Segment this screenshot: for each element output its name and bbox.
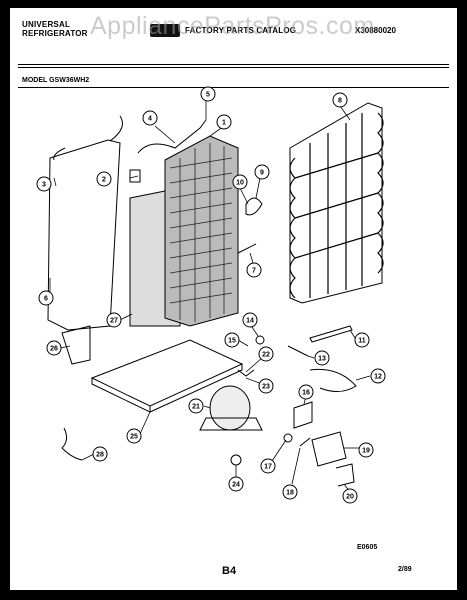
callout-label-22: 22	[262, 352, 270, 359]
callout-label-12: 12	[374, 374, 382, 381]
callout-label-4: 4	[148, 116, 152, 123]
header-rule	[18, 64, 449, 65]
catalog-code: X30880020	[355, 26, 396, 35]
overload	[311, 431, 347, 467]
callout-28	[92, 446, 108, 462]
callout-19	[358, 442, 374, 458]
callout-5	[200, 86, 216, 102]
callout-25	[126, 428, 142, 444]
callout-label-2: 2	[102, 177, 106, 184]
header-rule-2	[18, 67, 449, 68]
condenser-coil	[289, 102, 383, 304]
callout-13	[314, 350, 330, 366]
callout-label-25: 25	[130, 434, 138, 441]
catalog-sheet: UNIVERSAL REFRIGERATOR FACTORY PARTS CAT…	[10, 8, 457, 590]
model-rule	[18, 87, 449, 88]
callout-20	[342, 488, 358, 504]
callout-24	[228, 476, 244, 492]
callout-6	[38, 290, 54, 306]
parts-diagram: 1 2 3 4 5 6 7 8 9 10 11 12 13 14 15 16 1…	[36, 86, 386, 504]
callout-12	[370, 368, 386, 384]
callout-4	[142, 110, 158, 126]
callout-label-21: 21	[192, 404, 200, 411]
callout-21	[188, 398, 204, 414]
callout-label-16: 16	[302, 390, 310, 397]
callout-label-11: 11	[358, 338, 366, 345]
callout-18	[282, 484, 298, 500]
callout-label-6: 6	[44, 296, 48, 303]
callout-2	[96, 171, 112, 187]
callout-23	[258, 378, 274, 394]
callout-label-5: 5	[206, 92, 210, 99]
callout-9	[254, 164, 270, 180]
callout-label-20: 20	[346, 494, 354, 501]
callout-label-24: 24	[232, 482, 240, 489]
compressor	[209, 385, 251, 431]
mount-bracket	[245, 197, 263, 216]
callout-27	[106, 312, 122, 328]
callout-label-9: 9	[260, 170, 264, 177]
evaporator-block	[164, 135, 239, 327]
model-label: MODEL GSW36WH2	[22, 77, 90, 84]
callout-10	[232, 174, 248, 190]
callout-label-28: 28	[96, 452, 104, 459]
callout-label-1: 1	[222, 120, 226, 127]
callout-11	[354, 332, 370, 348]
catalog-title: FACTORY PARTS CATALOG	[185, 26, 297, 35]
callout-15	[224, 332, 240, 348]
callout-label-26: 26	[50, 346, 58, 353]
callout-label-3: 3	[42, 182, 46, 189]
callout-label-10: 10	[236, 180, 244, 187]
brand-logo	[150, 24, 180, 37]
callout-26	[46, 340, 62, 356]
callout-1	[216, 114, 232, 130]
tray-bracket	[61, 325, 91, 365]
callout-label-8: 8	[338, 98, 342, 105]
callout-7	[246, 262, 262, 278]
brand-line-2: REFRIGERATOR	[22, 29, 88, 38]
callout-label-15: 15	[228, 338, 236, 345]
callout-label-23: 23	[262, 384, 270, 391]
callout-22	[258, 346, 274, 362]
callout-17	[260, 458, 276, 474]
callout-label-19: 19	[362, 448, 370, 455]
callout-16	[298, 384, 314, 400]
drier	[309, 325, 353, 343]
bracket-part	[129, 169, 141, 183]
callout-label-17: 17	[264, 464, 272, 471]
page-number: B4	[222, 565, 237, 577]
callout-label-27: 27	[110, 318, 118, 325]
brand-block: UNIVERSAL REFRIGERATOR	[22, 20, 88, 38]
callout-label-14: 14	[246, 318, 254, 325]
callout-14	[242, 312, 258, 328]
relay	[293, 401, 313, 429]
drawing-code: E0605	[357, 544, 378, 551]
panel-part	[47, 139, 121, 331]
callout-3	[36, 176, 52, 192]
revision-date: 2/89	[398, 566, 412, 573]
callout-label-13: 13	[318, 356, 326, 363]
watermark: AppliancePartsPros.com	[90, 12, 375, 40]
callout-label-18: 18	[286, 490, 294, 497]
callout-label-7: 7	[252, 268, 256, 275]
brand-line-1: UNIVERSAL	[22, 20, 71, 29]
callout-8	[332, 92, 348, 108]
